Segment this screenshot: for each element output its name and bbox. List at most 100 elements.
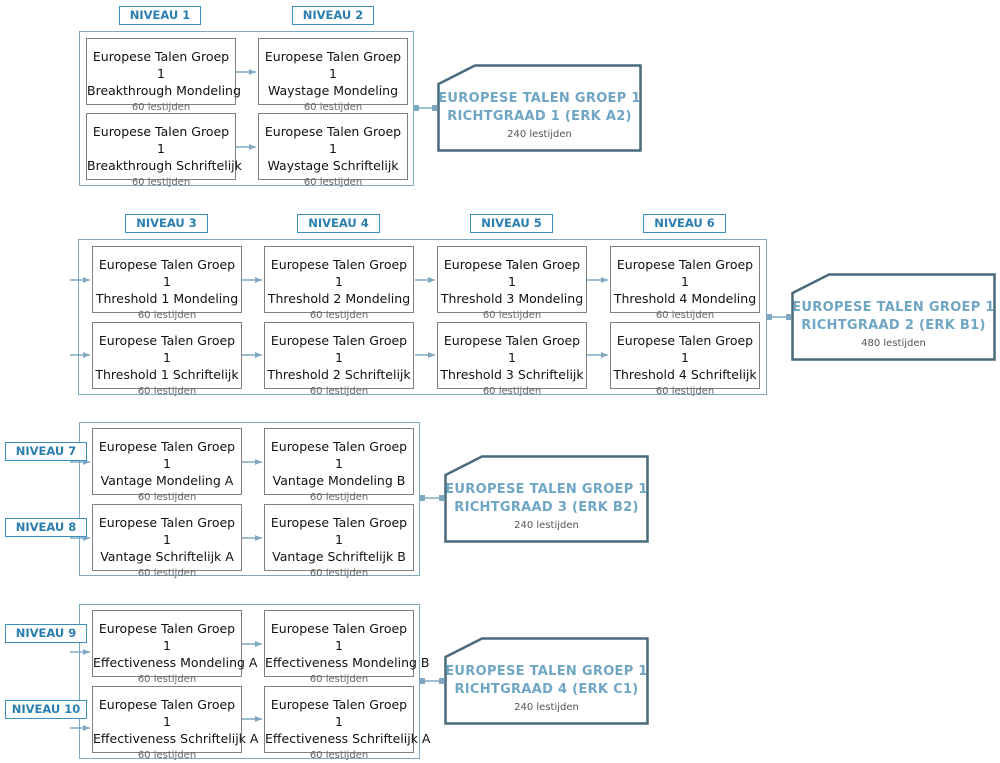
level-badge-7: NIVEAU 7 [5,442,87,461]
course-group: Europese Talen Groep 1 [92,124,230,156]
course-group: Europese Talen Groep 1 [92,49,230,81]
course-title: Breakthrough Schriftelijk [87,158,242,173]
course-title: Threshold 1 Schriftelijk [95,367,239,382]
level-badge-6: NIVEAU 6 [643,214,726,233]
course-group: Europese Talen Groep 1 [264,49,402,81]
course-hours: 60 lestijden [309,492,369,503]
section-frame-2 [78,239,767,395]
course-group: Europese Talen Groep 1 [264,124,402,156]
section-frame-1 [79,31,414,186]
level-badge-3: NIVEAU 3 [125,214,208,233]
course-box: Europese Talen Groep 1 Waystage Schrifte… [258,113,408,188]
result-subtitle: RICHTGRAAD 2 (ERK B1) [801,318,986,333]
result-subtitle: RICHTGRAAD 1 (ERK A2) [447,109,632,124]
course-title: Threshold 2 Schriftelijk [267,367,411,382]
course-box: Europese Talen Groep 1 Threshold 3 Monde… [437,246,587,321]
course-group: Europese Talen Groep 1 [270,257,408,289]
course-box: Europese Talen Groep 1 Threshold 4 Schri… [610,322,760,397]
course-title: Effectiveness Mondeling B [265,655,430,670]
course-title: Threshold 4 Schriftelijk [613,367,757,382]
course-box: Europese Talen Groep 1 Vantage Schriftel… [92,504,242,579]
course-hours: 60 lestijden [303,102,363,113]
course-title: Vantage Mondeling B [272,473,406,488]
course-group: Europese Talen Groep 1 [443,257,581,289]
course-title: Effectiveness Mondeling A [93,655,258,670]
course-box: Europese Talen Groep 1 Effectiveness Mon… [264,610,430,685]
course-hours: 60 lestijden [655,386,715,397]
node-dot [439,678,444,684]
course-title: Threshold 2 Mondeling [267,291,411,306]
course-hours: 60 lestijden [309,750,369,761]
result-title: EUROPESE TALEN GROEP 1 [445,664,648,679]
course-title: Threshold 1 Mondeling [95,291,239,306]
course-box: Europese Talen Groep 1 Threshold 1 Schri… [92,322,242,397]
course-title: Waystage Schriftelijk [267,158,399,173]
course-group: Europese Talen Groep 1 [98,439,236,471]
course-box: Europese Talen Groep 1 Vantage Schriftel… [264,504,414,579]
result-title: EUROPESE TALEN GROEP 1 [445,482,648,497]
level-badge-5: NIVEAU 5 [470,214,553,233]
course-title: Breakthrough Mondeling [87,83,241,98]
node-dot [414,105,419,111]
result-subtitle: RICHTGRAAD 4 (ERK C1) [454,682,639,697]
course-group: Europese Talen Groep 1 [270,439,408,471]
course-title: Threshold 4 Mondeling [613,291,757,306]
course-box: Europese Talen Groep 1 Effectiveness Mon… [92,610,258,685]
course-title: Waystage Mondeling [267,83,399,98]
result-hours: 240 lestijden [507,129,572,140]
course-hours: 60 lestijden [655,310,715,321]
result-shape [444,455,649,543]
level-badge-8: NIVEAU 8 [5,518,87,537]
course-box: Europese Talen Groep 1 Threshold 2 Schri… [264,322,414,397]
result-title: EUROPESE TALEN GROEP 1 [438,91,641,106]
course-group: Europese Talen Groep 1 [98,697,236,729]
level-badge-2: NIVEAU 2 [292,6,374,25]
course-group: Europese Talen Groep 1 [98,515,236,547]
result-box-4: EUROPESE TALEN GROEP 1 RICHTGRAAD 4 (ERK… [444,637,649,725]
course-box: Europese Talen Groep 1 Threshold 1 Monde… [92,246,242,321]
course-group: Europese Talen Groep 1 [98,621,236,653]
course-box: Europese Talen Groep 1 Vantage Mondeling… [264,428,414,503]
course-hours: 60 lestijden [137,492,197,503]
course-box: Europese Talen Groep 1 Threshold 3 Schri… [437,322,587,397]
node-dot [767,314,772,320]
result-shape [437,64,642,152]
course-box: Europese Talen Groep 1 Threshold 2 Monde… [264,246,414,321]
result-subtitle: RICHTGRAAD 3 (ERK B2) [454,500,639,515]
node-dot [420,495,425,501]
course-hours: 60 lestijden [309,674,369,685]
course-title: Vantage Schriftelijk A [100,549,234,564]
course-hours: 60 lestijden [309,310,369,321]
course-box: Europese Talen Groep 1 Vantage Mondeling… [92,428,242,503]
result-box-3: EUROPESE TALEN GROEP 1 RICHTGRAAD 3 (ERK… [444,455,649,543]
course-box: Europese Talen Groep 1 Breakthrough Mond… [86,38,241,113]
course-hours: 60 lestijden [482,386,542,397]
course-group: Europese Talen Groep 1 [98,333,236,365]
course-group: Europese Talen Groep 1 [443,333,581,365]
course-hours: 60 lestijden [309,568,369,579]
course-group: Europese Talen Groep 1 [98,257,236,289]
level-badge-1: NIVEAU 1 [119,6,201,25]
course-title: Threshold 3 Schriftelijk [440,367,584,382]
node-dot [439,495,444,501]
course-title: Effectiveness Schriftelijk A [265,731,431,746]
result-box-1: EUROPESE TALEN GROEP 1 RICHTGRAAD 1 (ERK… [437,64,642,152]
result-shape [791,273,996,361]
course-hours: 60 lestijden [137,674,197,685]
course-hours: 60 lestijden [131,177,191,188]
result-shape [444,637,649,725]
course-title: Vantage Schriftelijk B [272,549,406,564]
node-dot [420,678,425,684]
node-dot [786,314,791,320]
result-hours: 480 lestijden [861,338,926,349]
result-hours: 240 lestijden [514,702,579,713]
course-box: Europese Talen Groep 1 Threshold 4 Monde… [610,246,760,321]
course-hours: 60 lestijden [137,310,197,321]
course-hours: 60 lestijden [303,177,363,188]
course-title: Vantage Mondeling A [100,473,234,488]
course-hours: 60 lestijden [137,386,197,397]
node-dot [432,105,437,111]
course-title: Effectiveness Schriftelijk A [93,731,259,746]
course-group: Europese Talen Groep 1 [616,257,754,289]
section-frame-3 [79,422,420,576]
